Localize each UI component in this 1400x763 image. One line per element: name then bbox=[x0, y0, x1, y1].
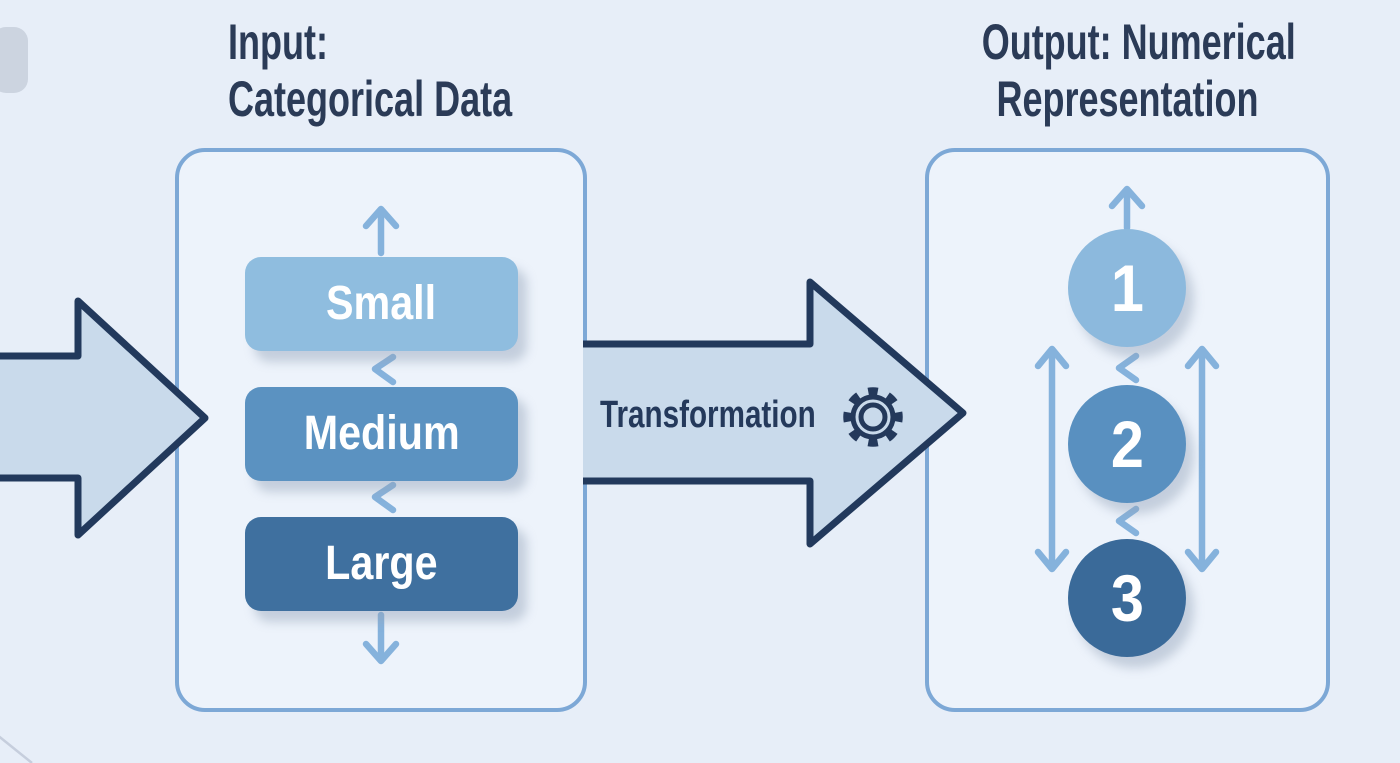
double-arrow-vertical-icon bbox=[1034, 345, 1070, 573]
background-artifact bbox=[0, 27, 28, 93]
less-than-icon bbox=[1115, 352, 1140, 384]
less-than-icon bbox=[371, 353, 397, 386]
arrow-up-icon bbox=[1108, 185, 1146, 232]
gear-icon bbox=[843, 387, 903, 447]
double-arrow-vertical-icon bbox=[1184, 345, 1220, 573]
transformation-arrow-icon bbox=[583, 278, 967, 548]
arrow-up-icon bbox=[362, 205, 400, 257]
big-arrow-left-icon bbox=[0, 297, 209, 539]
less-than-icon bbox=[371, 481, 397, 514]
corner-line bbox=[0, 735, 33, 763]
arrow-down-icon bbox=[362, 611, 400, 665]
less-than-icon bbox=[1115, 505, 1140, 537]
